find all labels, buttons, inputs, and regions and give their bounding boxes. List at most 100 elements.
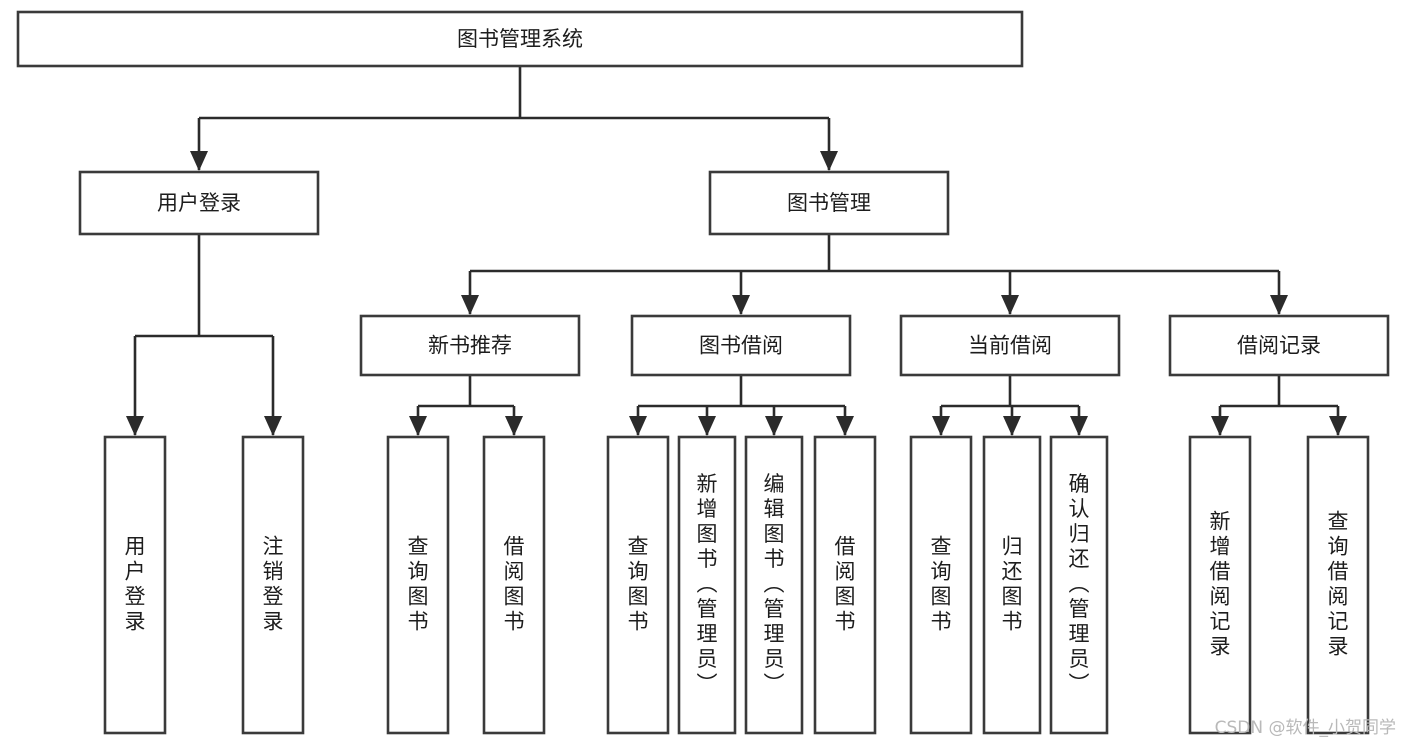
label-char: ︵ [764, 572, 785, 596]
label-char: ︵ [1069, 572, 1090, 596]
node-box-book-borrow[interactable] [630, 314, 852, 377]
connector-arrowhead [765, 416, 783, 436]
node-box-leaf-edit-book-admin[interactable] [744, 435, 804, 735]
conn-bookmgmt-split [461, 234, 1288, 315]
label-char: 询 [628, 560, 649, 584]
node-box-new-book-recommend[interactable] [359, 314, 581, 377]
label-char: 员 [697, 647, 718, 671]
label-char: 员 [1069, 647, 1090, 671]
label-char: 管 [764, 597, 785, 621]
label-char: 辑 [764, 497, 785, 521]
label-char: 注 [263, 535, 284, 559]
label-char: 书 [504, 610, 525, 634]
node-box-book-management[interactable] [708, 170, 950, 236]
label-char: 询 [1328, 535, 1349, 559]
label-char: 查 [628, 535, 649, 559]
label-char: 借 [1210, 560, 1231, 584]
label-char: 归 [1002, 535, 1023, 559]
node-box-leaf-borrow-book-2[interactable] [813, 435, 877, 735]
node-box-leaf-query-book-3[interactable] [909, 435, 973, 735]
label-char: 用 [125, 535, 146, 559]
node-label-root: 图书管理系统 [457, 27, 583, 51]
label-char: 户 [125, 560, 146, 584]
label-char: 增 [1210, 535, 1231, 559]
node-root[interactable]: 图书管理系统 [16, 10, 1024, 68]
label-char: 询 [408, 560, 429, 584]
node-label-book-management: 图书管理 [787, 191, 871, 215]
connector-arrowhead [820, 151, 838, 171]
node-box-leaf-borrow-book-1[interactable] [482, 435, 546, 735]
label-char: 图 [697, 522, 718, 546]
conn-bookborrow-split [629, 375, 854, 436]
node-box-leaf-user-login[interactable] [103, 435, 167, 735]
node-leaf-user-login[interactable]: 用户登录 [103, 435, 167, 735]
node-box-leaf-query-book-1[interactable] [386, 435, 450, 735]
label-char: 图 [628, 585, 649, 609]
label-char: 查 [408, 535, 429, 559]
label-char: 还 [1069, 547, 1090, 571]
node-box-borrow-record[interactable] [1168, 314, 1390, 377]
label-char: 员 [764, 647, 785, 671]
node-box-leaf-logout[interactable] [241, 435, 305, 735]
label-char: 管 [1069, 597, 1090, 621]
node-book-borrow[interactable]: 图书借阅 [630, 314, 852, 377]
conn-currentborrow-split [932, 375, 1088, 436]
node-book-management[interactable]: 图书管理 [708, 170, 950, 236]
label-char: 阅 [835, 560, 856, 584]
node-box-leaf-query-borrow-record[interactable] [1306, 435, 1370, 735]
conn-userlogin-split [126, 234, 282, 436]
node-box-leaf-add-book-admin[interactable] [677, 435, 737, 735]
connector-arrowhead [505, 416, 523, 436]
node-box-user-login[interactable] [78, 170, 320, 236]
connector-arrowhead [1329, 416, 1347, 436]
node-user-login[interactable]: 用户登录 [78, 170, 320, 236]
label-char: 阅 [1328, 585, 1349, 609]
conn-newbook-split [409, 375, 523, 436]
label-char: 编 [764, 472, 785, 496]
label-char: 阅 [504, 560, 525, 584]
node-borrow-record[interactable]: 借阅记录 [1168, 314, 1390, 377]
node-box-root[interactable] [16, 10, 1024, 68]
label-char: 借 [1328, 560, 1349, 584]
node-label-new-book-recommend: 新书推荐 [428, 334, 512, 358]
node-box-current-borrow[interactable] [899, 314, 1121, 377]
node-box-leaf-add-borrow-record[interactable] [1188, 435, 1252, 735]
connector-arrowhead [836, 416, 854, 436]
node-new-book-recommend[interactable]: 新书推荐 [359, 314, 581, 377]
label-char: ︶ [1069, 672, 1090, 696]
node-box-leaf-return-book[interactable] [982, 435, 1042, 735]
csdn-watermark: CSDN @软件_小贺同学 [1215, 718, 1396, 738]
connector-layer [126, 66, 1347, 436]
node-box-leaf-query-book-2[interactable] [606, 435, 670, 735]
node-current-borrow[interactable]: 当前借阅 [899, 314, 1121, 377]
label-char: 书 [835, 610, 856, 634]
conn-root-split [190, 66, 838, 171]
label-char: 销 [263, 560, 284, 584]
label-char: 归 [1069, 522, 1090, 546]
node-box-leaf-confirm-return-admin[interactable] [1049, 435, 1109, 735]
label-char: 理 [1069, 622, 1090, 646]
label-char: 书 [628, 610, 649, 634]
node-label-user-login: 用户登录 [157, 191, 241, 215]
label-char: 书 [408, 610, 429, 634]
connector-arrowhead [409, 416, 427, 436]
